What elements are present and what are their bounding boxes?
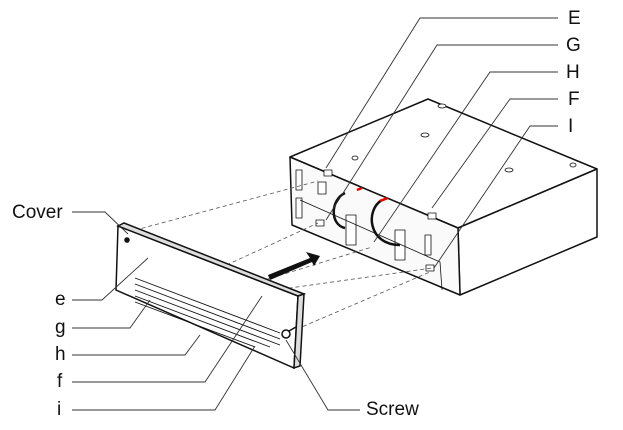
callout-I: I bbox=[568, 116, 574, 137]
callout-i: i bbox=[57, 399, 62, 420]
callout-g: g bbox=[55, 317, 66, 338]
callout-e: e bbox=[55, 289, 66, 310]
callout-screw: Screw bbox=[366, 399, 419, 420]
cover-panel bbox=[115, 222, 307, 370]
callout-H: H bbox=[566, 62, 580, 83]
callout-f: f bbox=[57, 371, 63, 392]
callout-E: E bbox=[568, 8, 581, 29]
callout-h: h bbox=[55, 344, 66, 365]
chassis bbox=[289, 98, 598, 296]
insertion-arrow bbox=[268, 252, 320, 280]
callout-F: F bbox=[568, 89, 580, 110]
callout-G: G bbox=[566, 35, 581, 56]
leader-lines bbox=[72, 17, 558, 411]
screw bbox=[281, 329, 291, 339]
callout-cover: Cover bbox=[12, 202, 63, 223]
